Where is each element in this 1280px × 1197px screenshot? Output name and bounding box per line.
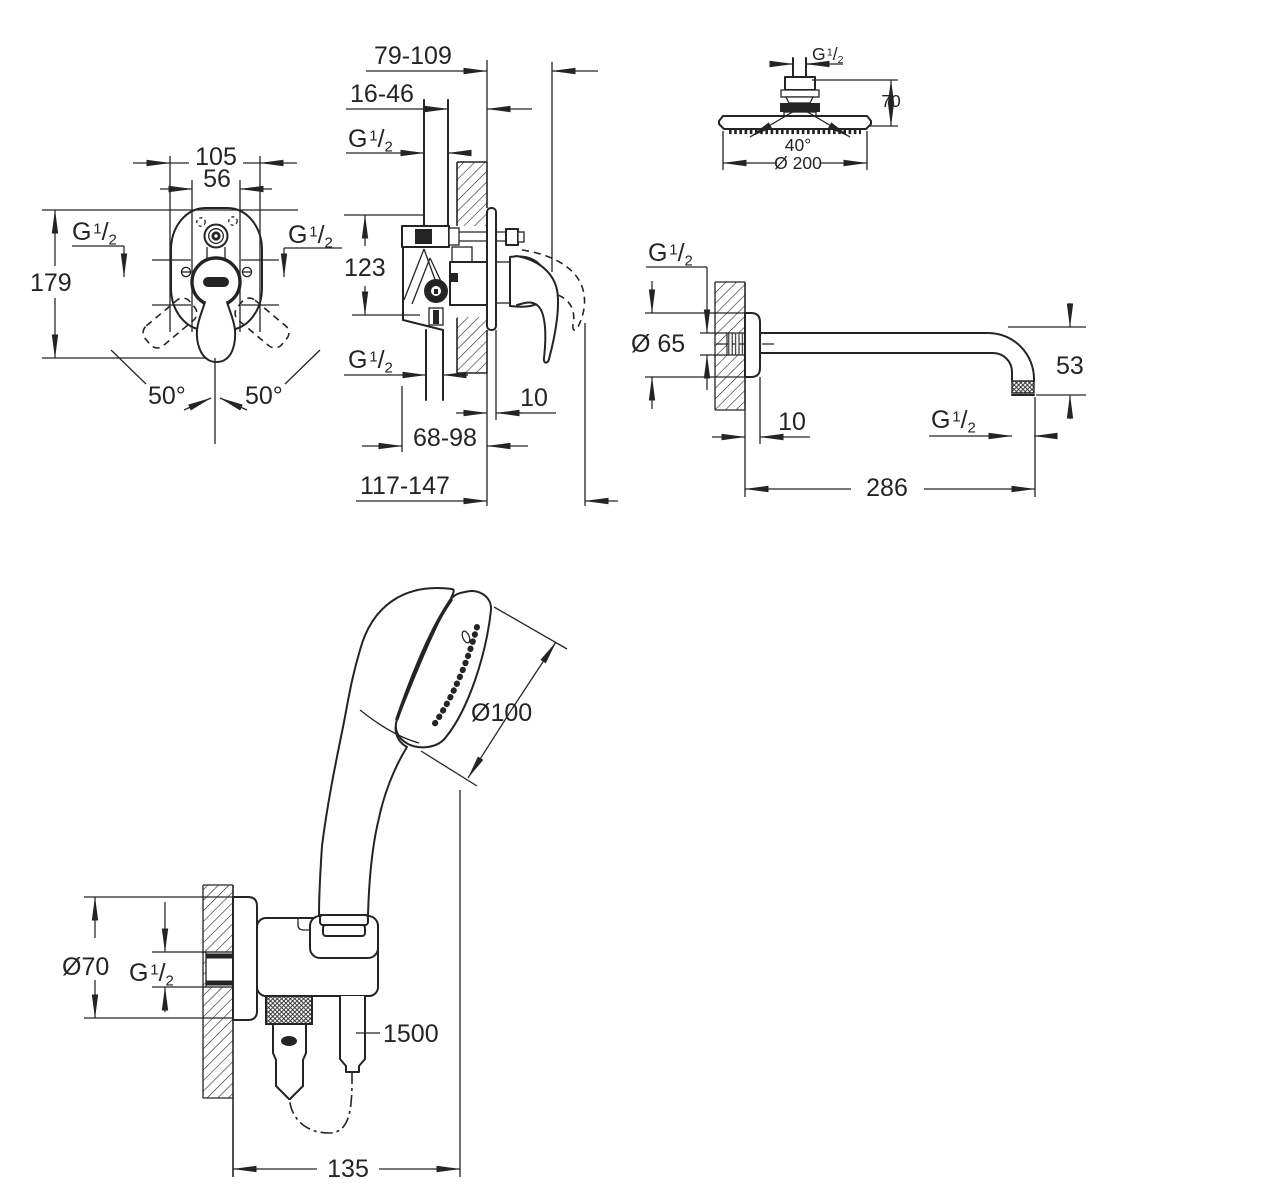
shower-arm-linework (714, 281, 1035, 411)
angle-right-label: 50° (245, 382, 283, 410)
dim-117-147: 117-147 (360, 472, 450, 500)
mixer-front-linework (42, 156, 321, 444)
dim-56: 56 (203, 165, 231, 193)
dim-65: Ø 65 (631, 330, 685, 358)
dim-135: 135 (327, 1155, 369, 1183)
spray-angle-label: 40° (785, 135, 811, 155)
dim-123: 123 (344, 254, 386, 282)
head-thread-label: G1/2 (812, 44, 844, 66)
dim-70: 70 (881, 91, 901, 111)
dim-53: 53 (1056, 352, 1084, 380)
dim-68-98: 68-98 (413, 424, 477, 452)
angle-left-label: 50° (148, 382, 186, 410)
dim-200: Ø 200 (774, 153, 822, 173)
head-shower-linework (718, 57, 872, 135)
dim-10-plate: 10 (520, 384, 548, 412)
dim-286: 286 (866, 474, 908, 502)
dim-70-holder: Ø70 (62, 953, 109, 981)
hose-length-label: 1500 (383, 1020, 439, 1048)
dim-105: 105 (195, 143, 237, 171)
hand-shower-linework (202, 587, 493, 1150)
dim-10-arm: 10 (778, 408, 806, 436)
mixer-section-linework (401, 99, 586, 401)
dim-100: Ø100 (471, 699, 532, 727)
mixer-section-view: 79-109 16-46 G1/2 123 G1/2 10 6 (344, 42, 618, 506)
dim-16-46: 16-46 (350, 80, 414, 108)
head-shower-dimensions: G1/2 70 40° Ø 200 (722, 44, 901, 173)
dim-179: 179 (30, 269, 72, 297)
head-shower-view: G1/2 70 40° Ø 200 (718, 44, 901, 173)
dim-79-109: 79-109 (374, 42, 452, 70)
